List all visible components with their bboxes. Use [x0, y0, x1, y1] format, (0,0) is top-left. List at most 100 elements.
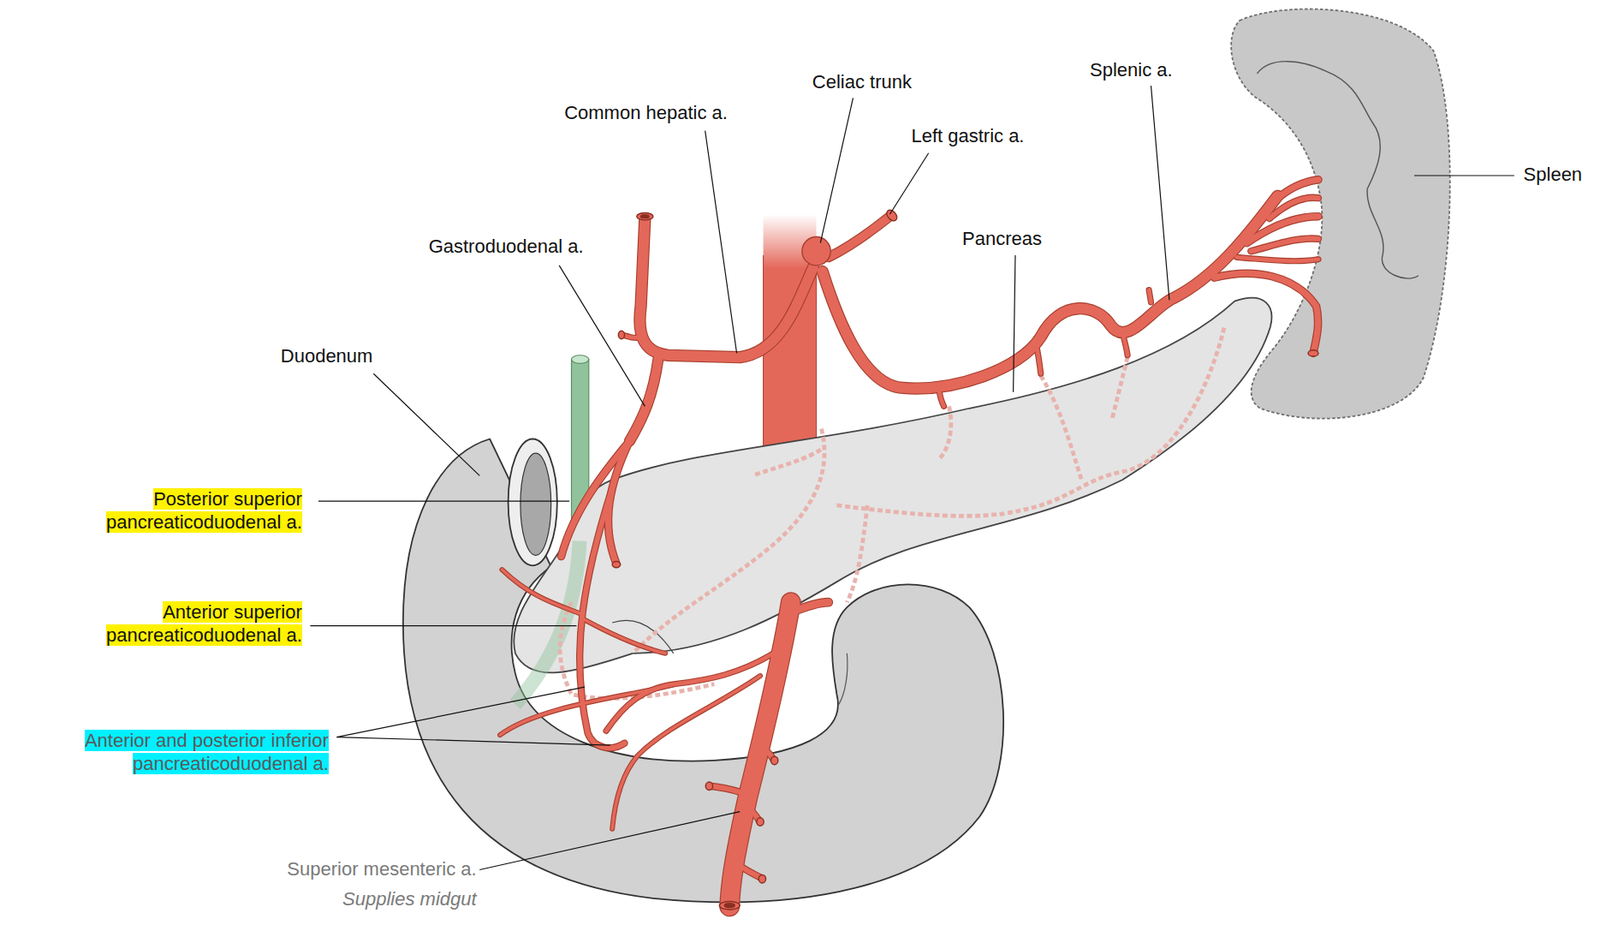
illustration-use [1213, 273, 1318, 353]
illustration-ellipse [1308, 350, 1319, 357]
organ-label-box: Spleen [1523, 162, 1595, 186]
illustration-line [705, 130, 738, 354]
vessel-label: Left gastric a. [910, 124, 1024, 147]
celiac-origin [802, 237, 831, 266]
illustration-ellipse [719, 900, 740, 910]
illustration-ellipse [758, 874, 766, 883]
illustration-use [737, 862, 762, 878]
vessel-label: Splenic a. [1089, 59, 1173, 81]
illustration-ellipse [618, 330, 625, 340]
illustration-use [1237, 256, 1319, 261]
illustration-ellipse [724, 903, 735, 908]
illustration-use [499, 684, 676, 736]
illustration-line [1414, 174, 1515, 176]
vessel-cut-ends [612, 208, 1319, 910]
artery-fills [499, 179, 1319, 907]
illustration-line [309, 624, 577, 626]
organ-label-box: Pancreas [962, 226, 1095, 250]
illustration-line [336, 737, 610, 746]
illustration-use [639, 218, 814, 357]
illustration-ellipse [771, 755, 779, 765]
illustration-path [755, 448, 821, 475]
illustration-use [822, 196, 1279, 389]
vessel-label: Common hepatic a. [564, 101, 728, 124]
illustration-line [479, 811, 740, 870]
illustration-line [373, 373, 480, 476]
illustration-use [612, 675, 761, 829]
illustration-line [336, 686, 585, 737]
vessel-label: Superior mesenteric a. [286, 857, 476, 880]
leader-lines [309, 85, 1514, 869]
illustration-use [629, 359, 658, 441]
illustration-use [1148, 289, 1151, 302]
illustration-use [939, 387, 945, 406]
illustration-path [846, 505, 868, 602]
vessel-label: Celiac trunk [812, 71, 912, 93]
illustration-line [820, 97, 853, 243]
highlighted-vessel-label: Anterior and posterior inferior pancreat… [84, 729, 329, 774]
illustration-use [501, 569, 583, 614]
illustration-use [1250, 238, 1319, 252]
illustration-use [1250, 238, 1319, 252]
illustration-ellipse [756, 817, 764, 827]
illustration-use [729, 601, 792, 906]
illustration-use [501, 569, 583, 614]
vessel-label: Gastroduodenal a. [428, 235, 584, 257]
illustration-path [1040, 375, 1083, 481]
illustration-path [1112, 356, 1128, 419]
illustration-ellipse [641, 214, 650, 219]
illustration-ellipse [705, 781, 713, 791]
illustration-line [559, 265, 645, 406]
vessel-label-box: Left gastric a. [910, 124, 1136, 148]
vessel-label-box: Celiac trunk [812, 70, 1037, 94]
illustration-use [828, 216, 891, 258]
illustration-line [889, 153, 928, 215]
illustration-use [1122, 333, 1128, 356]
illustration-line [1151, 85, 1170, 300]
illustration-use [1237, 256, 1319, 261]
vessel-label-box: Gastroduodenal a. [428, 234, 664, 258]
illustration-line [1013, 255, 1016, 393]
vessel-label-box: Common hepatic a. [564, 101, 809, 125]
illustration-path [939, 405, 952, 459]
organ-label-box: Duodenum [280, 344, 435, 368]
artery-outlines [499, 179, 1319, 907]
highlighted-vessel-label: Anterior superior pancreaticoduodenal a. [106, 600, 303, 646]
illustration-use [639, 218, 814, 357]
highlighted-vessel-label: Posterior superior pancreaticoduodenal a… [106, 487, 303, 533]
illustration-use [822, 196, 1279, 389]
illustration-use [622, 334, 643, 338]
pancreas-shape [513, 297, 1272, 673]
illustration-use [607, 440, 630, 564]
duodenum-fold [838, 653, 848, 705]
illustration-use [1036, 346, 1041, 374]
highlighted-vessel-label-box: Anterior superior pancreaticoduodenal a. [41, 600, 303, 647]
note-label-box: Supplies midgut [211, 886, 477, 911]
duodenum-lumen [508, 439, 558, 566]
organ-label: Spleen [1523, 163, 1583, 185]
illustration-use [579, 487, 625, 748]
illustration-use [791, 601, 829, 613]
illustration-use [1148, 289, 1151, 302]
highlighted-vessel-label-box: Posterior superior pancreaticoduodenal a… [41, 487, 303, 534]
illustration-use [828, 216, 891, 258]
illustration-use [582, 618, 667, 654]
note-label: Supplies midgut [342, 887, 477, 910]
illustration-use [629, 359, 658, 441]
illustration-ellipse [636, 213, 654, 221]
illustration-use [710, 785, 752, 798]
highlighted-vessel-label-box: Anterior and posterior inferior pancreat… [10, 728, 329, 775]
vessel-label-box: Superior mesenteric a. [211, 856, 477, 881]
illustration-use [1036, 346, 1041, 374]
bile-duct-hidden [515, 541, 580, 705]
illustration-use [1213, 273, 1318, 353]
organ-label: Pancreas [962, 227, 1042, 250]
illustration-use [582, 618, 667, 654]
duodenum-lumen-inner [520, 452, 552, 555]
organ-label: Duodenum [280, 344, 374, 367]
bile-duct-end [571, 355, 589, 364]
vessel-label-box: Splenic a. [1089, 58, 1254, 82]
